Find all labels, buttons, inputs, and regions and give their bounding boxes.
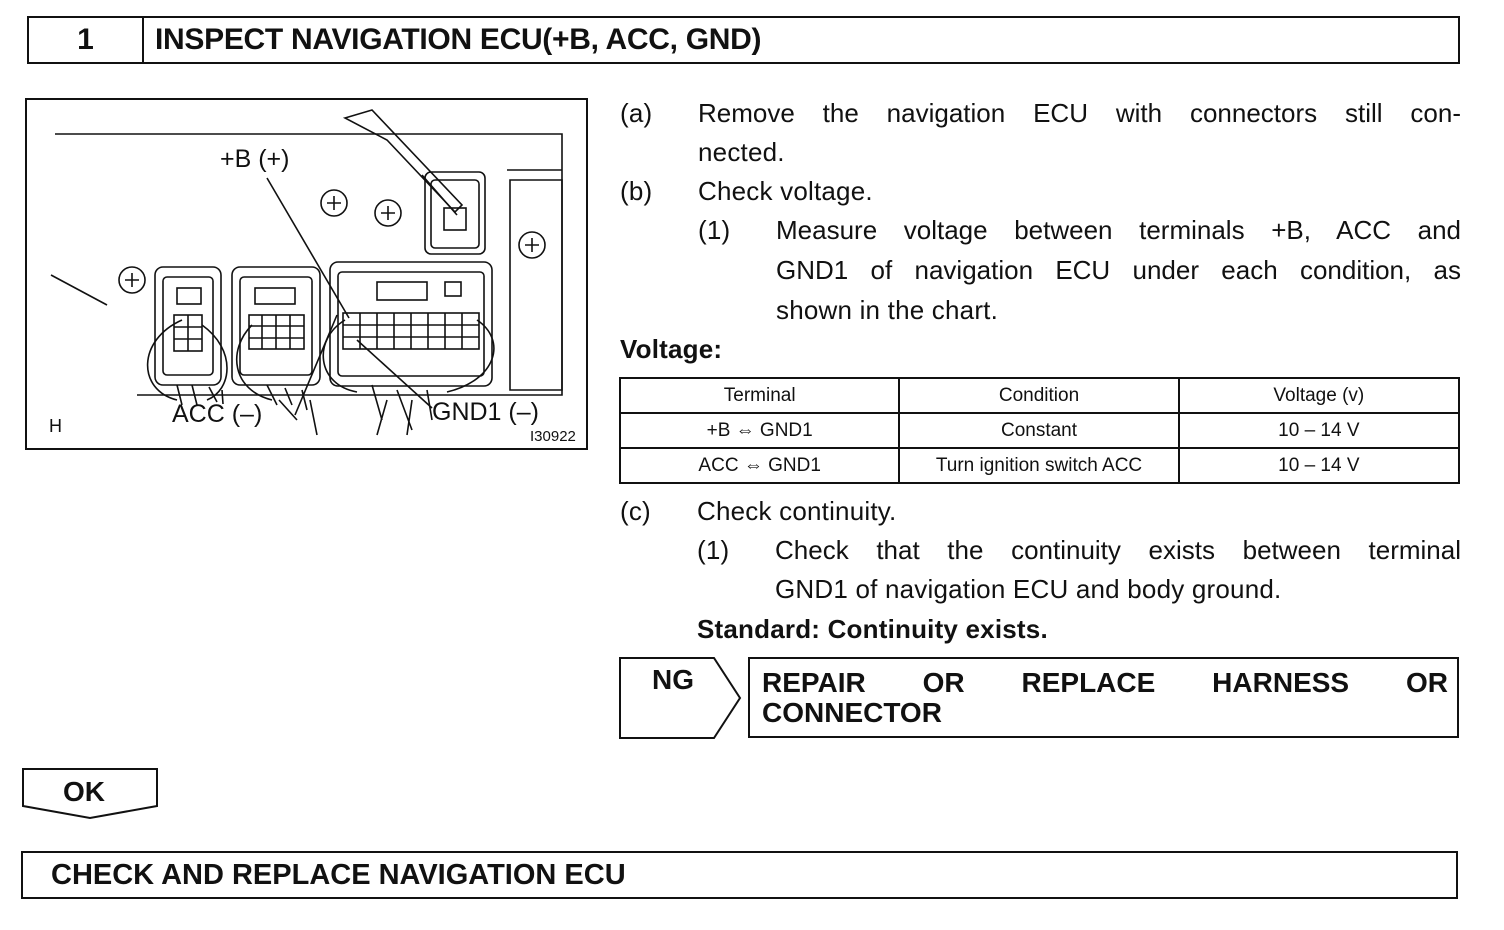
voltage-table: Terminal Condition Voltage (v) +B ⇔ GND1… [618,377,1461,484]
step-a-line1: Remove the navigation ECU with connector… [698,98,1461,128]
figure-id: I30922 [530,428,576,445]
table-cell: Constant [898,412,1180,449]
ok-label: OK [63,776,105,807]
table-header-row: Terminal Condition Voltage (v) [618,377,1461,414]
label-acc: ACC (–) [172,400,263,428]
step-b1-marker: (1) [698,215,731,245]
ng-action-line2: CONNECTOR [762,697,942,728]
step-title: INSPECT NAVIGATION ECU(+B, ACC, GND) [155,23,762,56]
table-cell: ACC ⇔ GND1 [618,447,901,484]
label-gnd1: GND1 (–) [432,398,539,426]
figure-corner-letter: H [49,416,62,436]
step-b-marker: (b) [620,176,653,206]
ok-arrow-icon [22,768,158,820]
final-action-box: CHECK AND REPLACE NAVIGATION ECU [21,851,1458,899]
ng-action-line1: REPAIR OR REPLACE HARNESS OR [762,667,1448,698]
voltage-label: Voltage: [620,334,723,364]
step-a-line2: nected. [698,137,785,167]
table-cell: Turn ignition switch ACC [898,447,1180,484]
ng-arrow-icon [619,657,742,739]
connector-figure: +B (+) ACC (–) GND1 (–) H I30922 [25,98,588,450]
screw-icon [118,189,546,294]
table-cell: +B ⇔ GND1 [618,412,901,449]
ecu-connector-illustration [50,109,563,436]
table-cell: 10 – 14 V [1177,412,1461,449]
table-row: +B ⇔ GND1 Constant 10 – 14 V [618,412,1461,449]
step-b-text: Check voltage. [698,176,873,206]
column-header: Voltage (v) [1177,377,1461,414]
standard-text: Standard: Continuity exists. [697,614,1048,644]
label-b-plus: +B (+) [220,145,290,173]
step-c1-line2: GND1 of navigation ECU and body ground. [775,574,1282,604]
ng-action-box: REPAIR OR REPLACE HARNESS OR CONNECTOR [748,657,1459,738]
step-a-marker: (a) [620,98,653,128]
step-c-text: Check continuity. [697,496,897,526]
step-c1-line1: Check that the continuity exists between… [775,535,1461,565]
step-c-marker: (c) [620,496,651,526]
final-action-text: CHECK AND REPLACE NAVIGATION ECU [51,858,626,891]
step-header: 1 INSPECT NAVIGATION ECU(+B, ACC, GND) [27,16,1460,64]
column-header: Condition [898,377,1180,414]
step-c1-marker: (1) [697,535,730,565]
table-cell: 10 – 14 V [1177,447,1461,484]
ng-label: NG [652,664,694,695]
step-number: 1 [29,18,144,62]
column-header: Terminal [618,377,901,414]
step-b1-line1: Measure voltage between terminals +B, AC… [776,215,1461,245]
table-row: ACC ⇔ GND1 Turn ignition switch ACC 10 –… [618,447,1461,484]
step-b1-line2: GND1 of navigation ECU under each condit… [776,255,1461,285]
step-b1-line3: shown in the chart. [776,295,999,325]
